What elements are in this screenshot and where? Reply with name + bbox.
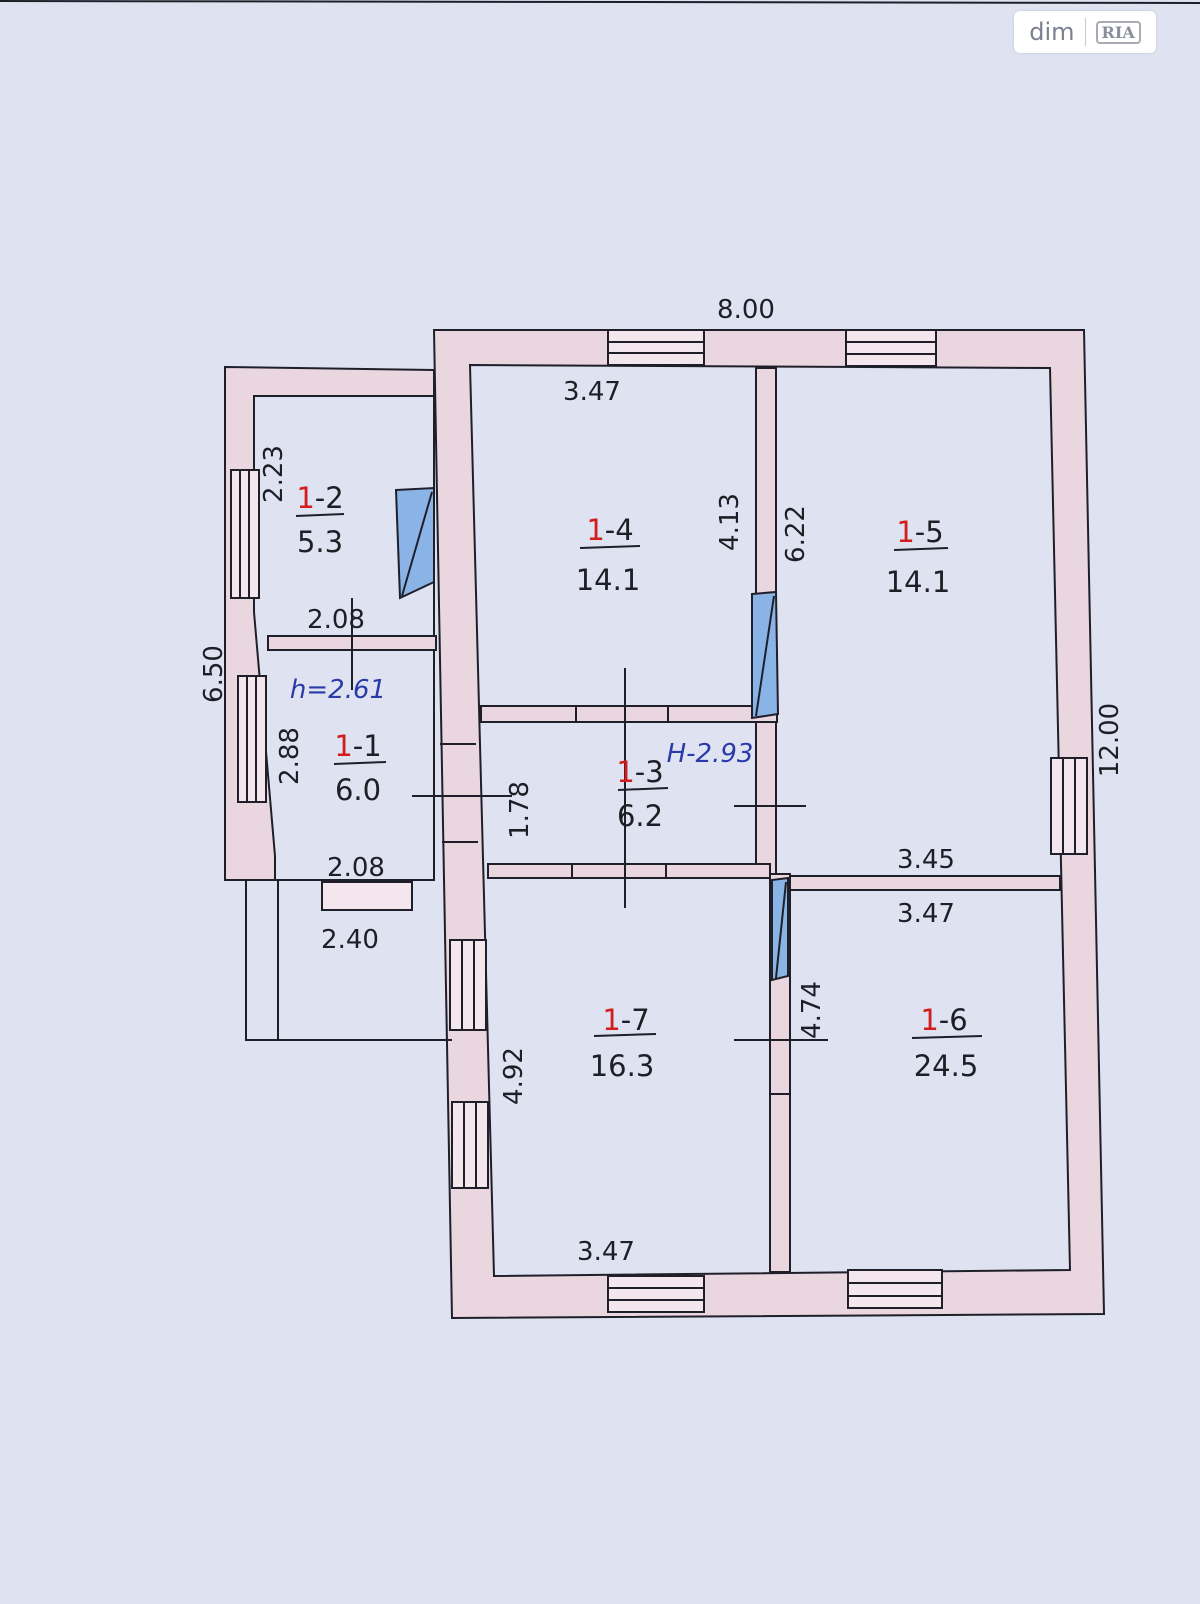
room-suffix: -3 [635,755,664,789]
watermark-brand-text: dim [1029,18,1075,46]
dim-room-1-1-width: 2.08 [327,853,385,883]
room-label-1-3: 1-3 6.2 [616,755,663,833]
room-prefix: 1 [334,729,352,763]
height-main: H-2.93 [667,739,754,769]
room-suffix: -2 [315,481,344,515]
partition-1-3-1-7 [487,863,771,879]
room-area: 24.5 [914,1049,979,1083]
window-top-1-4 [607,329,705,366]
window-annex-bottom [321,881,413,911]
window-left-1-7-lower [451,1101,489,1189]
room-suffix: -4 [605,513,634,547]
ria-logo-icon: RIA [1095,20,1141,44]
room-label-1-7: 1-7 16.3 [590,1003,655,1083]
room-label-1-5: 1-5 14.1 [886,515,951,599]
room-area: 5.3 [297,525,343,559]
section-lines [351,598,828,1041]
room-area: 6.2 [617,799,663,833]
height-annex: h=2.61 [290,675,386,705]
svg-text:1-6: 1-6 [920,1003,967,1037]
room-prefix: 1 [296,481,314,515]
window-left-1-7-upper [449,939,487,1031]
watermark-divider [1084,18,1086,46]
room-prefix: 1 [920,1003,938,1037]
room-suffix: -5 [915,515,944,549]
room-suffix: -7 [621,1003,650,1037]
svg-text:1-1: 1-1 [334,729,381,763]
window-left-1-1 [237,675,267,803]
room-area: 16.3 [590,1049,655,1083]
room-area: 14.1 [886,565,951,599]
dim-room-1-1-length: 2.88 [275,727,305,785]
room-prefix: 1 [586,513,604,547]
room-label-1-4: 1-4 14.1 [576,513,641,597]
dim-room-1-7-width: 3.47 [577,1237,635,1267]
dim-room-1-2-length: 2.23 [259,445,289,503]
dim-annex-length: 6.50 [199,645,229,703]
window-bottom-1-7 [607,1275,705,1313]
room-label-1-2: 1-2 5.3 [296,481,343,559]
room-label-bars [295,513,983,1039]
room-area: 14.1 [576,563,641,597]
room-label-1-1: 1-1 6.0 [334,729,381,807]
window-bottom-1-6 [847,1269,943,1309]
room-suffix: -1 [353,729,382,763]
porch-outline [245,880,452,1041]
partition-1-4-1-3 [480,705,778,723]
dim-room-1-7-length: 4.92 [499,1047,529,1105]
dim-room-1-4-length: 4.13 [715,493,745,551]
dim-room-1-6-length: 4.74 [797,981,827,1039]
room-suffix: -6 [939,1003,968,1037]
dim-room-1-2-width: 2.08 [307,605,365,635]
svg-text:1-3: 1-3 [616,755,663,789]
room-prefix: 1 [896,515,914,549]
svg-text:1-7: 1-7 [602,1003,649,1037]
dim-room-1-3-length: 1.78 [505,781,535,839]
opening-marks [440,706,790,1095]
annex-outer-wall [224,365,435,881]
window-right-1-5 [1050,757,1088,855]
dim-room-1-5-width: 3.45 [897,845,955,875]
partition-1-5-1-6 [789,875,1061,891]
svg-text:1-5: 1-5 [896,515,943,549]
dim-ria-watermark[interactable]: dim RIA [1014,11,1156,53]
dim-overall-width: 8.00 [717,295,775,325]
svg-text:1-2: 1-2 [296,481,343,515]
room-prefix: 1 [602,1003,620,1037]
dim-porch-width: 2.40 [321,925,379,955]
windows [230,329,1088,1313]
sheet-top-edge [0,0,1200,4]
dim-room-1-5-length: 6.22 [781,505,811,563]
svg-text:1-4: 1-4 [586,513,633,547]
room-area: 6.0 [335,773,381,807]
room-prefix: 1 [616,755,634,789]
dim-overall-length: 12.00 [1095,703,1125,777]
dim-room-1-4-width: 3.47 [563,377,621,407]
window-left-1-2 [230,469,260,599]
dim-room-1-6-width: 3.47 [897,899,955,929]
window-top-1-5 [845,329,937,367]
doors [394,486,789,982]
dimension-labels: 8.00 12.00 6.50 3.47 4.13 6.22 2.23 2.08… [199,295,1125,1267]
room-label-1-6: 1-6 24.5 [914,1003,979,1083]
